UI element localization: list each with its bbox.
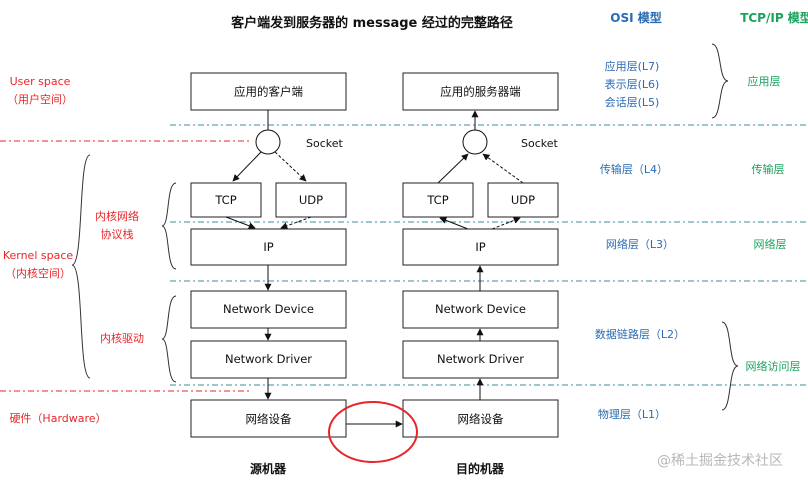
source-driver-label: Network Driver	[225, 352, 312, 366]
stack-label-line1: 内核网络	[95, 209, 139, 223]
dest-udp-to-socket-arrow	[482, 153, 524, 184]
source-socket-to-udp-arrow	[274, 151, 307, 182]
osi-l3-label: 网络层（L3）	[606, 237, 674, 251]
user-space-cn-label: （用户空间）	[7, 92, 73, 106]
dest-socket-circle	[462, 129, 488, 155]
dest-tcp-to-socket-arrow	[437, 153, 469, 184]
source-ip-label: IP	[263, 240, 273, 254]
tcpip-application-label: 应用层	[748, 74, 781, 88]
dest-device-label: Network Device	[435, 302, 526, 316]
source-tcp-box	[190, 182, 262, 218]
watermark: @稀土掘金技术社区	[657, 453, 783, 469]
dest-driver-label: Network Driver	[437, 352, 524, 366]
dest-tcp-box	[402, 182, 474, 218]
osi-l4-label: 传输层（L4）	[600, 162, 668, 176]
highlight-circle	[328, 401, 418, 463]
source-udp-to-ip-arrow	[280, 216, 312, 230]
driver-label: 内核驱动	[100, 331, 144, 345]
osi-l2-label: 数据链路层（L2）	[595, 327, 685, 341]
tcpip-network-label: 网络层	[754, 237, 787, 251]
stack-brace	[161, 182, 177, 270]
application-brace	[711, 43, 729, 119]
dest-udp-box	[487, 182, 559, 218]
source-hardware-label: 网络设备	[246, 412, 292, 426]
tcpip-link-label: 网络访问层	[746, 359, 801, 373]
hardware-label: 硬件（Hardware）	[9, 412, 106, 425]
user-space-label: User space	[10, 75, 71, 88]
kernel-space-label: Kernel space	[3, 249, 74, 262]
network-access-brace	[721, 321, 739, 411]
dest-app-box	[402, 72, 559, 111]
source-udp-box	[275, 182, 347, 218]
tcpip-model-header: TCP/IP 模型	[740, 10, 808, 25]
dest-ip-to-tcp-arrow	[439, 217, 469, 230]
dest-ip-to-udp-arrow	[491, 217, 521, 230]
dest-socket-label: Socket	[521, 137, 559, 150]
dest-device-box	[402, 290, 559, 329]
kernel-space-brace	[71, 154, 91, 379]
source-device-box	[190, 290, 347, 329]
diagram-title: 客户端发到服务器的 message 经过的完整路径	[231, 15, 513, 31]
tcpip-transport-label: 传输层	[752, 162, 785, 176]
dest-tcp-label: TCP	[426, 193, 448, 207]
dest-hardware-box	[402, 399, 559, 438]
driver-brace	[161, 295, 177, 383]
dest-hardware-label: 网络设备	[458, 412, 504, 426]
dest-ip-box	[402, 228, 559, 266]
source-machine-label: 源机器	[250, 461, 287, 476]
osi-l6-label: 表示层(L6)	[605, 77, 660, 91]
dest-machine-label: 目的机器	[456, 461, 505, 476]
dest-udp-label: UDP	[511, 193, 535, 207]
dest-driver-box	[402, 340, 559, 379]
osi-l7-label: 应用层(L7)	[605, 59, 660, 73]
source-tcp-to-ip-arrow	[225, 216, 256, 230]
kernel-space-cn-label: （内核空间）	[5, 266, 71, 280]
source-udp-label: UDP	[299, 193, 323, 207]
dest-app-label: 应用的服务器端	[440, 85, 521, 99]
source-driver-box	[190, 340, 347, 379]
source-app-label: 应用的客户端	[234, 85, 303, 99]
source-socket-to-tcp-arrow	[232, 151, 262, 182]
osi-model-header: OSI 模型	[610, 10, 662, 25]
source-tcp-label: TCP	[214, 193, 236, 207]
dest-machine-column: 应用的服务器端 Socket TCP UDP IP Network Device…	[402, 72, 559, 476]
dest-ip-label: IP	[475, 240, 485, 254]
stack-label-line2: 协议栈	[101, 227, 134, 241]
source-hardware-box	[190, 399, 347, 438]
source-socket-circle	[255, 129, 281, 155]
source-machine-column: 应用的客户端 Socket TCP UDP IP Network Device …	[190, 72, 347, 476]
osi-l5-label: 会话层(L5)	[605, 96, 660, 109]
osi-l1-label: 物理层（L1）	[598, 407, 666, 421]
source-device-label: Network Device	[223, 302, 314, 316]
source-socket-label: Socket	[306, 137, 344, 150]
